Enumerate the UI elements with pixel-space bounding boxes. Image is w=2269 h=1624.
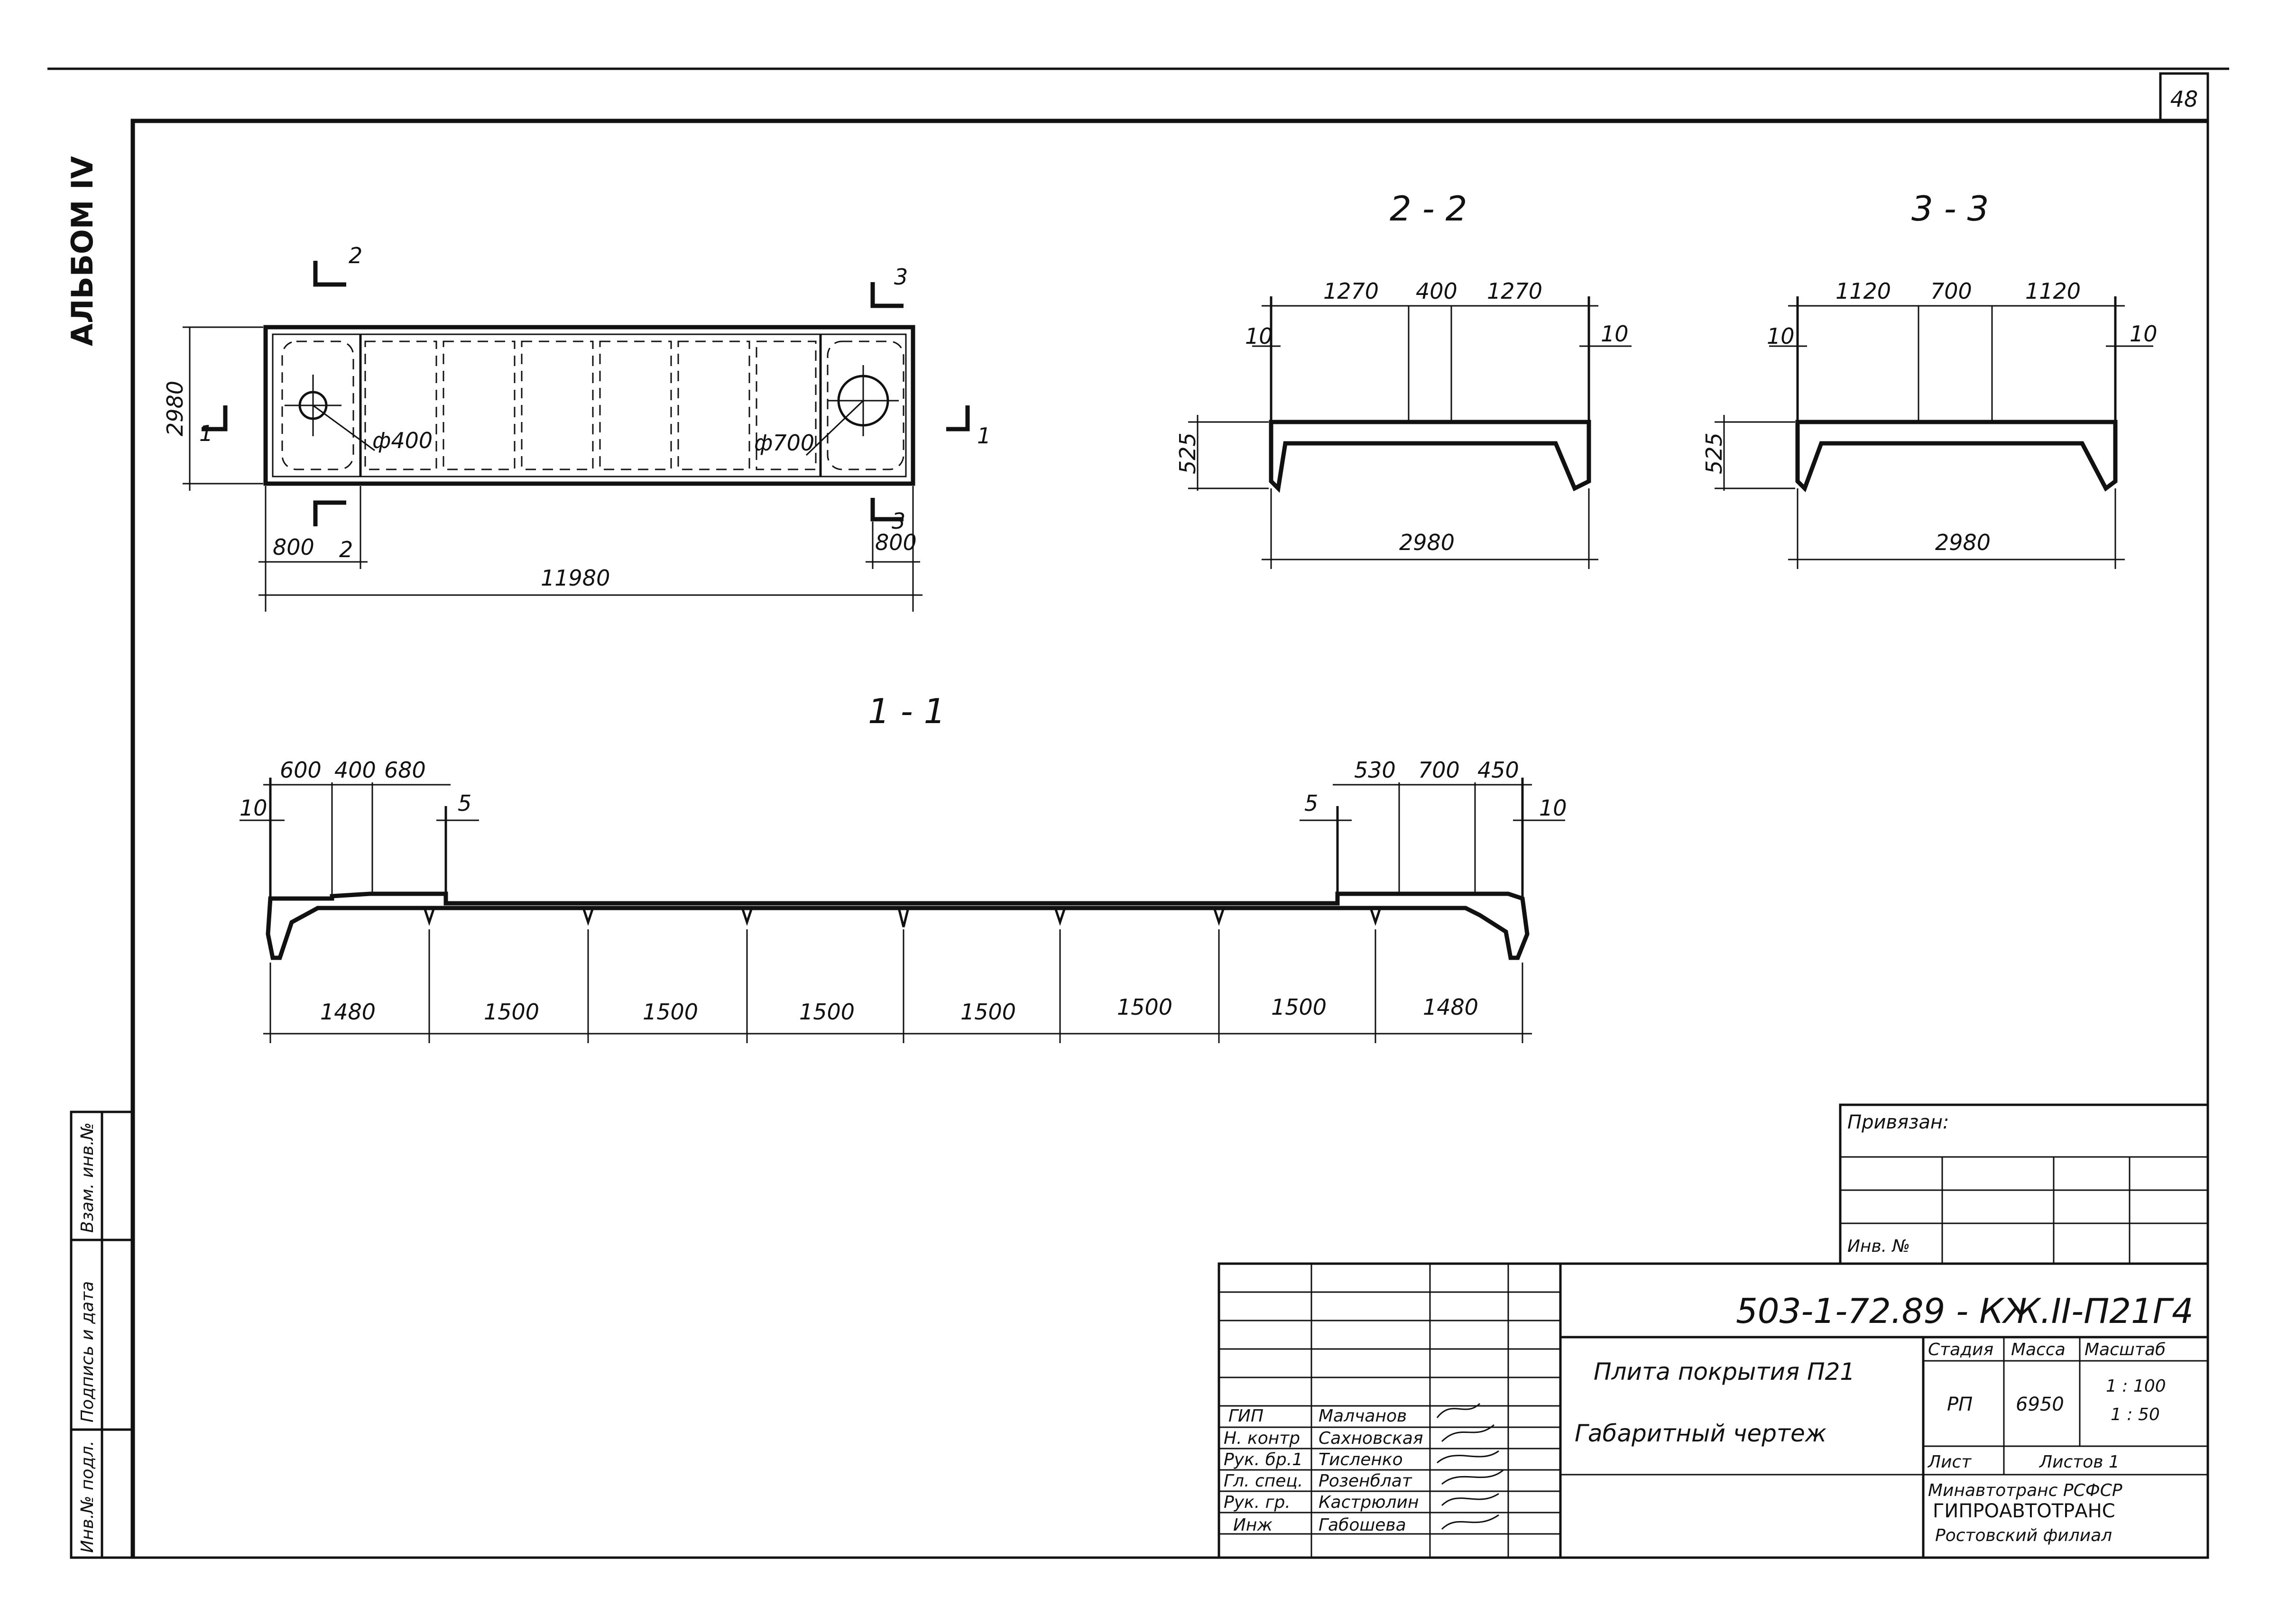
- section-2-2: 2 - 2 1270 400 1270 10 10 525 2980: [1175, 189, 1632, 569]
- dim-2-2-height: 525: [1175, 432, 1200, 474]
- dim-3-3-b: 700: [1930, 278, 1972, 304]
- role-3: Гл. спец.: [1224, 1471, 1303, 1491]
- dim-1-1-b6: 1500: [1271, 994, 1327, 1020]
- name-2: Тисленко: [1319, 1450, 1403, 1469]
- cut-2-top: 2: [349, 243, 362, 268]
- dim-1-1-b0: 1480: [320, 999, 376, 1025]
- dim-2-2-a: 1270: [1323, 278, 1379, 304]
- sheet-label: Лист: [1927, 1452, 1972, 1472]
- dim-2-2-c: 1270: [1487, 278, 1542, 304]
- cut-3-bottom: 3: [892, 508, 905, 534]
- role-5: Инж: [1233, 1515, 1273, 1535]
- dim-1-1-s0: 10: [240, 795, 267, 821]
- dim-1-1-tr-c: 450: [1477, 757, 1519, 783]
- name-4: Кастрюлин: [1319, 1493, 1419, 1512]
- doc-code: 503-1-72.89 - КЖ.II-П21Г4: [1736, 1291, 2194, 1331]
- section-3-3-title: 3 - 3: [1911, 189, 1989, 229]
- cut-2-bottom: 2: [339, 537, 353, 562]
- dim-2-2-right: 10: [1601, 321, 1629, 347]
- dim-2-2-width: 2980: [1399, 530, 1455, 555]
- section-3-3: 3 - 3 1120 700 1120 10 10 525 2980: [1701, 189, 2158, 569]
- profile-1-1: [266, 891, 1530, 960]
- dim-3-3-width: 2980: [1935, 530, 1991, 555]
- sheet-number: 48: [2170, 86, 2198, 112]
- scale-1: 1 : 100: [2106, 1376, 2166, 1396]
- dim-1-1-b5: 1500: [1117, 994, 1172, 1020]
- dim-1-1-s2: 5: [1304, 790, 1318, 816]
- cut-1-right: 1: [977, 423, 991, 449]
- dim-3-3-height: 525: [1701, 432, 1727, 474]
- album-label: АЛЬБОМ IV: [65, 156, 100, 346]
- cut-3-top: 3: [894, 264, 908, 290]
- dim-1-1-tr-a: 530: [1354, 757, 1396, 783]
- side-stamp: Взам. инв.№ Подпись и дата Инв.№ подл.: [70, 1110, 134, 1559]
- role-2: Рук. бр.1: [1224, 1450, 1303, 1469]
- signatures: [1436, 1403, 1504, 1530]
- section-1-1-title: 1 - 1: [868, 691, 945, 731]
- profile-2-2: [1269, 420, 1591, 493]
- dim-1-1-s1: 5: [458, 790, 471, 816]
- dim-3-3-right: 10: [2130, 321, 2158, 347]
- dim-1-1-tl-a: 600: [280, 757, 322, 783]
- dim-3-3-left: 10: [1767, 323, 1795, 349]
- dim-3-3-c: 1120: [2025, 278, 2081, 304]
- name-0: Малчанов: [1319, 1406, 1407, 1426]
- stamp-vzam: Взам. инв.№: [78, 1122, 97, 1233]
- dim-1-1-b2: 1500: [643, 999, 698, 1025]
- dim-end-left: 800: [273, 534, 314, 560]
- hdr-stage: Стадия: [1928, 1340, 1993, 1359]
- org-3: Ростовский филиал: [1935, 1526, 2112, 1545]
- dim-length: 11980: [541, 565, 610, 591]
- cut-1-left: 1: [199, 421, 213, 446]
- org-2: ГИПРОАВТОТРАНС: [1933, 1500, 2115, 1522]
- dim-1-1-b7: 1480: [1423, 994, 1478, 1020]
- name-3: Розенблат: [1319, 1471, 1412, 1491]
- dim-2-2-b: 400: [1416, 278, 1457, 304]
- sheets-label: Листов 1: [2038, 1452, 2120, 1472]
- profile-3-3: [1795, 420, 2118, 493]
- dim-1-1-b1: 1500: [484, 999, 539, 1025]
- binding-label: Привязан:: [1847, 1111, 1949, 1133]
- stamp-inv: Инв.№ подл.: [78, 1440, 97, 1553]
- title-block: ГИП Малчанов Н. контр Сахновская Рук. бр…: [1218, 1262, 2209, 1559]
- dim-3-3-a: 1120: [1835, 278, 1891, 304]
- doc-name-1: Плита покрытия П21: [1594, 1358, 1855, 1385]
- dim-1-1-b4: 1500: [960, 999, 1016, 1025]
- dim-width: 2980: [162, 381, 188, 436]
- frame-border: [130, 119, 2208, 1558]
- sheet-number-box: [2159, 72, 2209, 122]
- dim-1-1-tl-c: 680: [384, 757, 426, 783]
- binding-box: Привязан: Инв. №: [1839, 1103, 2209, 1265]
- hole-label-400: ф400: [372, 428, 433, 453]
- section-2-2-title: 2 - 2: [1390, 189, 1467, 229]
- role-4: Рук. гр.: [1224, 1493, 1291, 1512]
- dim-1-1-tr-b: 700: [1418, 757, 1460, 783]
- binding-inv: Инв. №: [1847, 1237, 1910, 1256]
- mass-value: 6950: [2016, 1394, 2064, 1415]
- scale-2: 1 : 50: [2111, 1405, 2160, 1424]
- name-1: Сахновская: [1319, 1429, 1423, 1448]
- dim-1-1-tl-b: 400: [334, 757, 376, 783]
- hdr-mass: Масса: [2011, 1340, 2066, 1359]
- hole-label-700: ф700: [754, 430, 814, 456]
- hdr-scale: Масштаб: [2085, 1340, 2166, 1359]
- role-0: ГИП: [1228, 1406, 1264, 1426]
- role-1: Н. контр: [1224, 1429, 1300, 1448]
- section-1-1: 1 - 1 600 400 680 10 5 530 700 450: [240, 691, 1567, 1043]
- stamp-podpis: Подпись и дата: [78, 1281, 97, 1422]
- dim-1-1-s3: 10: [1539, 795, 1567, 821]
- dim-end-right: 800: [875, 530, 917, 555]
- doc-name-2: Габаритный чертеж: [1575, 1420, 1826, 1447]
- plan-view: ф400 ф700 2 2 3 3 1 1 2980 11980 800 800: [162, 243, 991, 612]
- dim-2-2-left: 10: [1245, 323, 1273, 349]
- name-5: Габошева: [1319, 1515, 1406, 1535]
- dim-1-1-b3: 1500: [799, 999, 855, 1025]
- org-1: Минавтотранс РСФСР: [1928, 1481, 2122, 1500]
- stage-value: РП: [1947, 1394, 1973, 1415]
